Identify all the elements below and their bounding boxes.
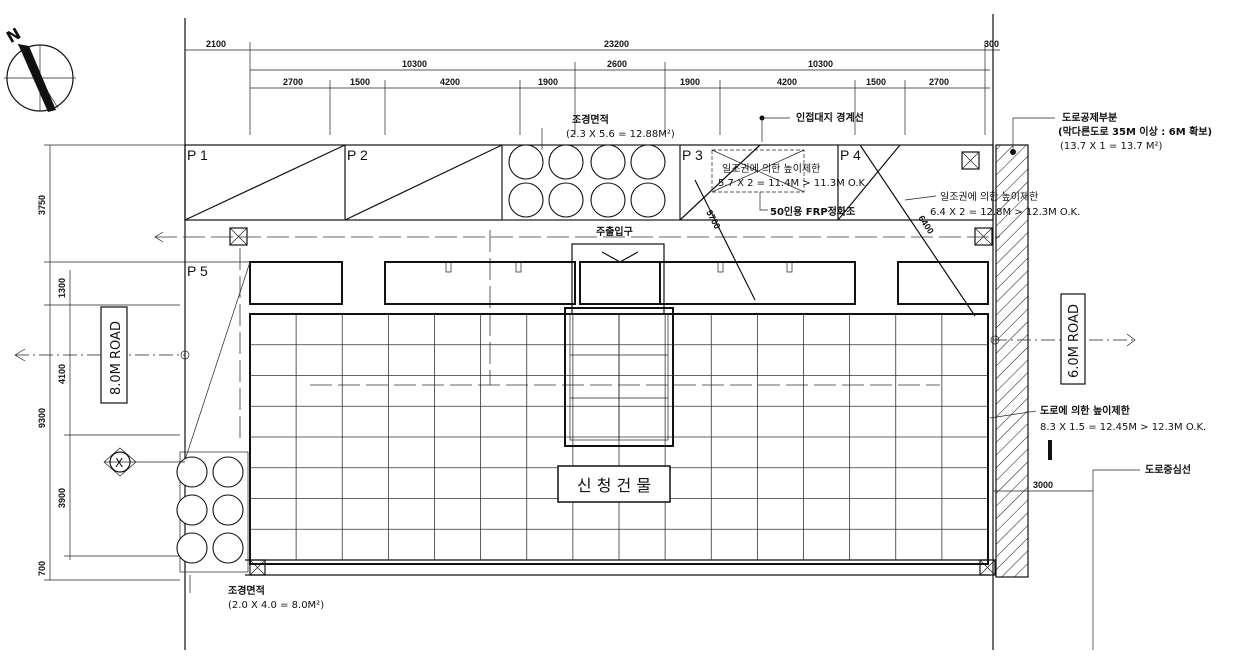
- note-landscape-top-title: 조경면적: [572, 113, 609, 126]
- dim-top-2700-left: 2700: [283, 77, 303, 87]
- dim-top-2100: 2100: [206, 39, 226, 49]
- marker-x-label: X: [115, 456, 123, 470]
- note-septic: 50인용 FRP정화조: [770, 205, 855, 218]
- note-road-height-calc: 8.3 X 1.5 = 12.45M > 12.3M O.K.: [1040, 422, 1206, 433]
- parking-label-p2: P 2: [347, 147, 368, 163]
- note-landscape-bottom-calc: (2.0 X 4.0 = 8.0M²): [228, 600, 324, 611]
- parking-label-p4: P 4: [840, 147, 861, 163]
- building-footprint: 신 청 건 물: [245, 307, 990, 576]
- landscape-area-top: [501, 144, 681, 221]
- parking-zone: P 1 P 2 P 3 P 4 P 5: [184, 144, 994, 279]
- dim-top-2700-right: 2700: [929, 77, 949, 87]
- note-road-centerline: 도로중심선: [1145, 463, 1191, 476]
- dim-top-10300-right: 10300: [808, 59, 833, 69]
- dim-top-10300-left: 10300: [402, 59, 427, 69]
- parking-label-p3: P 3: [682, 147, 703, 163]
- dim-top-1900-right: 1900: [680, 77, 700, 87]
- note-sunlight-2-title: 일조권에 의한 높이제한: [940, 191, 1038, 203]
- dim-top-1900-left: 1900: [538, 77, 558, 87]
- septic-tank: [711, 149, 805, 193]
- dim-top-2600: 2600: [607, 59, 627, 69]
- note-neighbor-line: 인접대지 경계선: [796, 111, 864, 124]
- road-right-label: 6.0M ROAD: [1067, 304, 1082, 378]
- dim-left-3750: 3750: [37, 195, 47, 215]
- landscape-area-bottom: [176, 451, 249, 573]
- dim-left-4100: 4100: [57, 364, 67, 384]
- note-landscape-bottom-title: 조경면적: [228, 584, 265, 597]
- dim-left-3900: 3900: [57, 488, 67, 508]
- north-arrow: N: [3, 24, 76, 112]
- dim-top-4200-left: 4200: [440, 77, 460, 87]
- road-deduction-strip: [995, 144, 1029, 578]
- dim-road-3000: 3000: [1033, 480, 1053, 490]
- north-label: N: [3, 24, 24, 47]
- note-main-entrance: 주출입구: [596, 225, 633, 238]
- annotations: 조경면적 (2.3 X 5.6 = 12.88M²) 인접대지 경계선 도로공제…: [189, 111, 1212, 611]
- dim-left-1300: 1300: [57, 278, 67, 298]
- road-left: 8.0M ROAD: [14, 306, 190, 404]
- road-right: 6.0M ROAD 3000: [990, 293, 1136, 492]
- note-road-deduction-calc: (13.7 X 1 = 13.7 M²): [1060, 141, 1163, 152]
- canopy-row: [249, 243, 989, 315]
- left-dimensions: 3750 1300 4100 9300 3900 700: [37, 144, 250, 581]
- note-sunlight-1-title: 일조권에 의한 높이제한: [722, 163, 820, 175]
- road-left-label: 8.0M ROAD: [109, 321, 124, 395]
- dim-left-700: 700: [37, 561, 47, 576]
- top-dimensions: 2100 23200 300 10300 2600 10300 2700 150…: [185, 39, 1000, 135]
- dim-top-4200-right: 4200: [777, 77, 797, 87]
- traffic-flow: [154, 230, 1000, 440]
- dim-top-1500-right: 1500: [866, 77, 886, 87]
- dim-top-23200: 23200: [604, 39, 629, 49]
- note-road-height-title: 도로에 의한 높이제한: [1040, 404, 1131, 417]
- parking-label-p5: P 5: [187, 263, 208, 279]
- note-road-deduction-title: 도로공제부분: [1062, 111, 1117, 124]
- dim-top-1500-left: 1500: [350, 77, 370, 87]
- parking-label-p1: P 1: [187, 147, 208, 163]
- building-label: 신 청 건 물: [577, 476, 651, 495]
- dim-left-9300: 9300: [37, 408, 47, 428]
- note-sunlight-1-calc: 5.7 X 2 = 11.4M > 11.3M O.K.: [718, 178, 868, 189]
- note-sunlight-2-calc: 6.4 X 2 = 12.8M > 12.3M O.K.: [930, 207, 1080, 218]
- survey-marker-x: X: [103, 447, 185, 477]
- trees-top: [508, 144, 666, 218]
- note-road-deduction-note: (막다른도로 35M 이상 : 6M 확보): [1058, 125, 1212, 138]
- note-landscape-top-calc: (2.3 X 5.6 = 12.88M²): [566, 129, 675, 140]
- dim-top-300: 300: [984, 39, 999, 49]
